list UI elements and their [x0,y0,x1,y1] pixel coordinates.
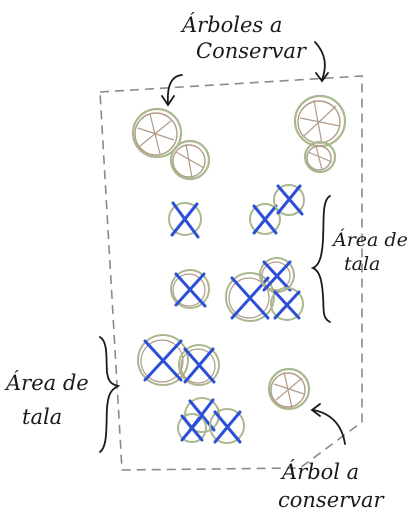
label-conserve-top-2: Conservar [196,39,308,63]
arrow-to-bottom-tree [310,403,346,445]
tree-felling-3 [273,184,305,216]
tree-felling-12 [209,408,245,444]
tree-conserve-top-right-2 [303,140,337,174]
tree-conserve-top-left-1 [131,107,183,159]
arrow-to-top-left-trees [161,74,183,107]
tree-felling-9 [178,344,220,386]
tree-conserve-bottom [267,367,311,411]
tree-felling-11 [177,413,207,443]
brace-right [310,195,331,323]
arrow-to-top-right-trees [314,41,329,83]
label-tala-right-2: tala [344,253,380,275]
plot-boundary [99,75,363,471]
label-tala-right-1: Área de [331,228,408,251]
label-conserve-bottom-1: Árbol a [280,460,359,484]
tree-felling-4 [170,269,210,309]
tree-felling-1 [168,201,202,239]
label-conserve-bottom-2: conservar [278,488,386,512]
tree-conserve-top-right-1 [293,94,347,148]
tree-felling-8 [137,334,189,386]
tree-felling-6 [259,257,295,293]
brace-left [99,336,121,453]
tree-felling-2 [249,203,281,235]
label-conserve-top-1: Árboles a [180,13,282,37]
tree-conserve-top-left-2 [169,139,211,181]
tree-felling-7 [270,287,304,321]
tree-felling-5 [225,272,275,322]
label-tala-left-2: tala [22,405,62,429]
label-tala-left-1: Área de [4,371,89,395]
